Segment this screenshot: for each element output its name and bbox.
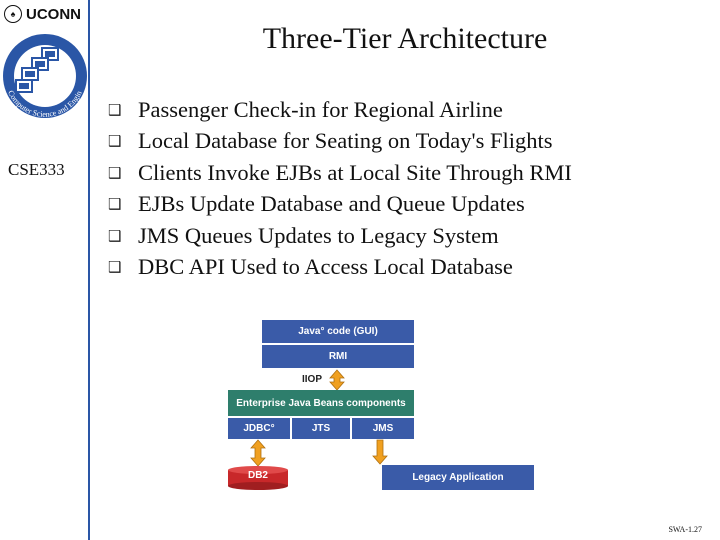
university-name: UCONN [26, 5, 81, 23]
square-bullet-icon: ❑ [108, 163, 122, 182]
sidebar: ♠ UCONN Computer Science and Engineering… [0, 0, 88, 540]
university-logo: ♠ UCONN [4, 4, 81, 24]
bullet-text: Passenger Check-in for Regional Airline [138, 96, 503, 122]
bullet-item: ❑ Local Database for Seating on Today's … [108, 126, 572, 158]
bullet-text: Local Database for Seating on Today's Fl… [138, 128, 553, 154]
bullet-item: ❑ JMS Queues Updates to Legacy System [108, 220, 572, 252]
java-code-box: Java° code (GUI) [262, 320, 414, 343]
rmi-box: RMI [262, 345, 414, 368]
bullet-list: ❑ Passenger Check-in for Regional Airlin… [108, 94, 572, 283]
legacy-application-box: Legacy Application [382, 465, 534, 490]
iiop-label: IIOP [302, 374, 323, 385]
jms-box: JMS [352, 418, 414, 439]
square-bullet-icon: ❑ [108, 100, 122, 119]
bullet-item: ❑ EJBs Update Database and Queue Updates [108, 189, 572, 221]
square-bullet-icon: ❑ [108, 195, 122, 214]
square-bullet-icon: ❑ [108, 132, 122, 151]
jdbc-db2-arrow [250, 439, 266, 467]
db2-label: DB2 [247, 470, 268, 481]
bullet-text: EJBs Update Database and Queue Updates [138, 191, 525, 217]
sidebar-divider [88, 0, 90, 540]
square-bullet-icon: ❑ [108, 258, 122, 277]
iiop-arrow [329, 369, 345, 391]
jms-legacy-arrow [372, 439, 388, 465]
bullet-item: ❑ Passenger Check-in for Regional Airlin… [108, 94, 572, 126]
slide-title: Three-Tier Architecture [262, 22, 548, 55]
bullet-item: ❑ Clients Invoke EJBs at Local Site Thro… [108, 157, 572, 189]
course-code: CSE333 [8, 160, 65, 179]
department-logo: Computer Science and Engineering [2, 30, 87, 119]
slide-number: SWA-1.27 [668, 525, 702, 534]
university-seal-icon: ♠ [4, 5, 22, 23]
jdbc-box: JDBC° [228, 418, 290, 439]
bullet-text: DBC API Used to Access Local Database [138, 254, 513, 280]
ejb-box: Enterprise Java Beans components [228, 390, 414, 416]
bullet-text: JMS Queues Updates to Legacy System [138, 222, 499, 248]
bullet-text: Clients Invoke EJBs at Local Site Throug… [138, 159, 572, 185]
square-bullet-icon: ❑ [108, 226, 122, 245]
jts-box: JTS [292, 418, 350, 439]
bullet-item: ❑ DBC API Used to Access Local Database [108, 252, 572, 284]
